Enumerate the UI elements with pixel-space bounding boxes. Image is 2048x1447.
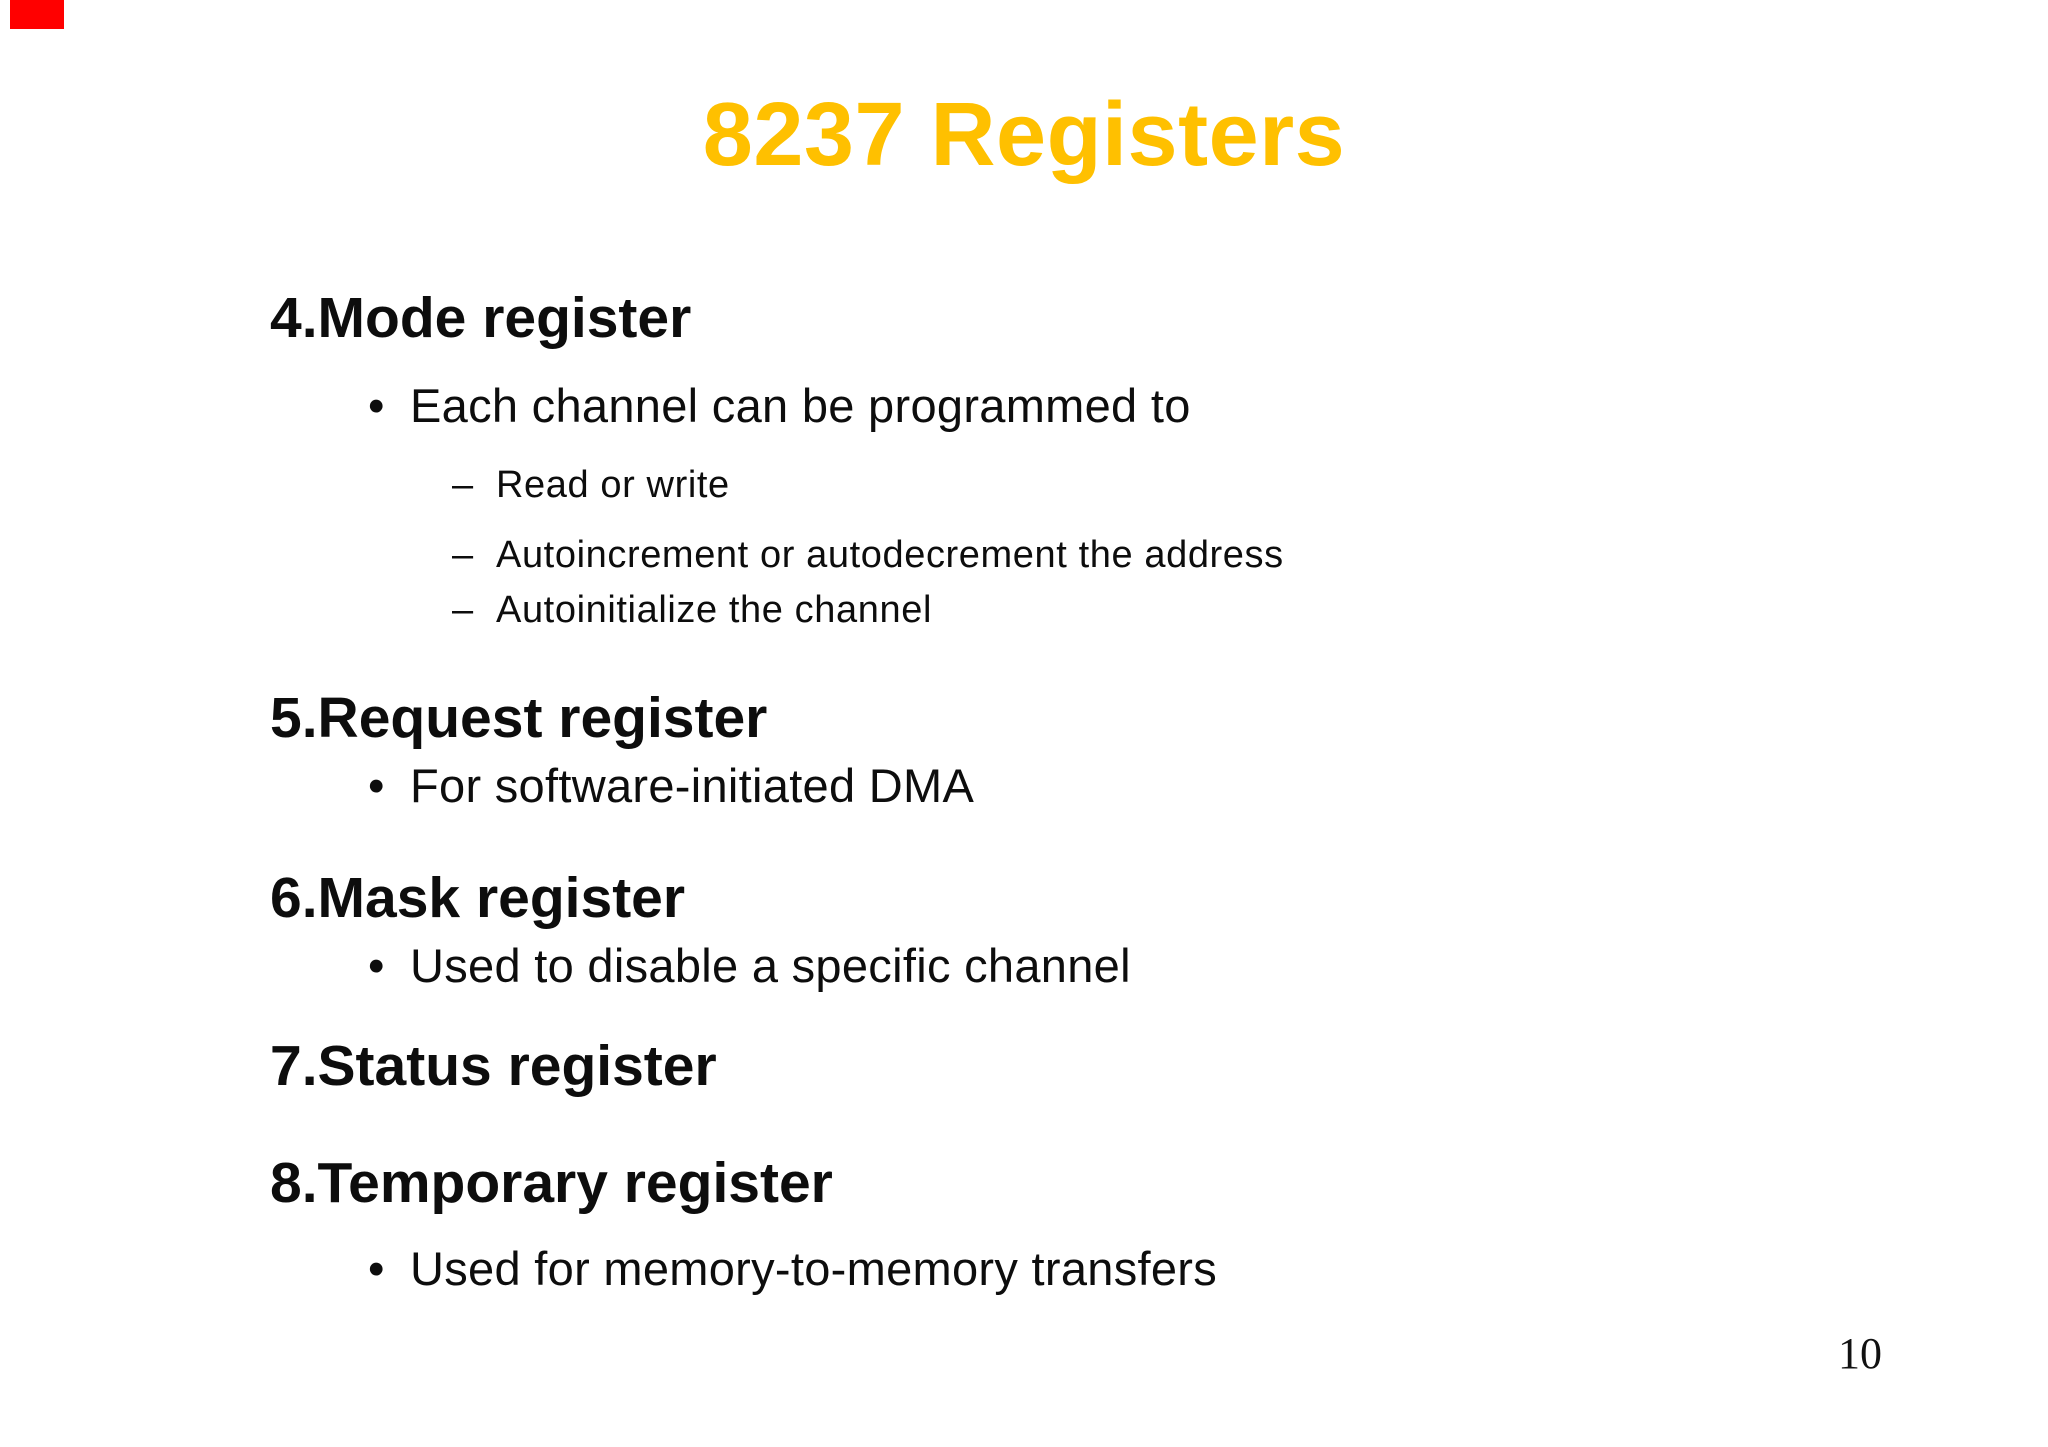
heading-mode-register: 4.Mode register <box>270 286 692 350</box>
bullet-item: • For software-initiated DMA <box>368 760 974 812</box>
dash-icon: – <box>452 464 474 506</box>
dash-icon: – <box>452 589 474 631</box>
bullet-text: Used to disable a specific channel <box>410 939 1131 992</box>
heading-temporary-register: 8.Temporary register <box>270 1151 833 1215</box>
bullet-text: Autoinitialize the channel <box>496 589 932 631</box>
dash-icon: – <box>452 534 474 576</box>
bullet-item: –Read or write <box>452 464 730 507</box>
bullet-dot-icon: • <box>368 759 385 812</box>
bullet-item: • Each channel can be programmed to <box>368 380 1191 432</box>
red-corner-marker <box>10 0 64 29</box>
heading-request-register: 5.Request register <box>270 686 768 750</box>
bullet-text: Each channel can be programmed to <box>410 379 1191 432</box>
page-number: 10 <box>1838 1329 1882 1378</box>
bullet-item: –Autoincrement or autodecrement the addr… <box>452 534 1284 577</box>
bullet-dot-icon: • <box>368 1242 385 1295</box>
bullet-dot-icon: • <box>368 379 385 432</box>
bullet-item: • Used for memory-to-memory transfers <box>368 1243 1217 1295</box>
bullet-text: For software-initiated DMA <box>410 759 975 812</box>
bullet-text: Read or write <box>496 464 730 506</box>
slide-title: 8237 Registers <box>702 85 1346 185</box>
heading-mask-register: 6.Mask register <box>270 866 686 930</box>
bullet-text: Autoincrement or autodecrement the addre… <box>496 534 1284 576</box>
bullet-item: • Used to disable a specific channel <box>368 940 1131 992</box>
bullet-text: Used for memory-to-memory transfers <box>410 1242 1218 1295</box>
heading-status-register: 7.Status register <box>270 1034 717 1098</box>
bullet-item: –Autoinitialize the channel <box>452 589 932 632</box>
bullet-dot-icon: • <box>368 939 385 992</box>
